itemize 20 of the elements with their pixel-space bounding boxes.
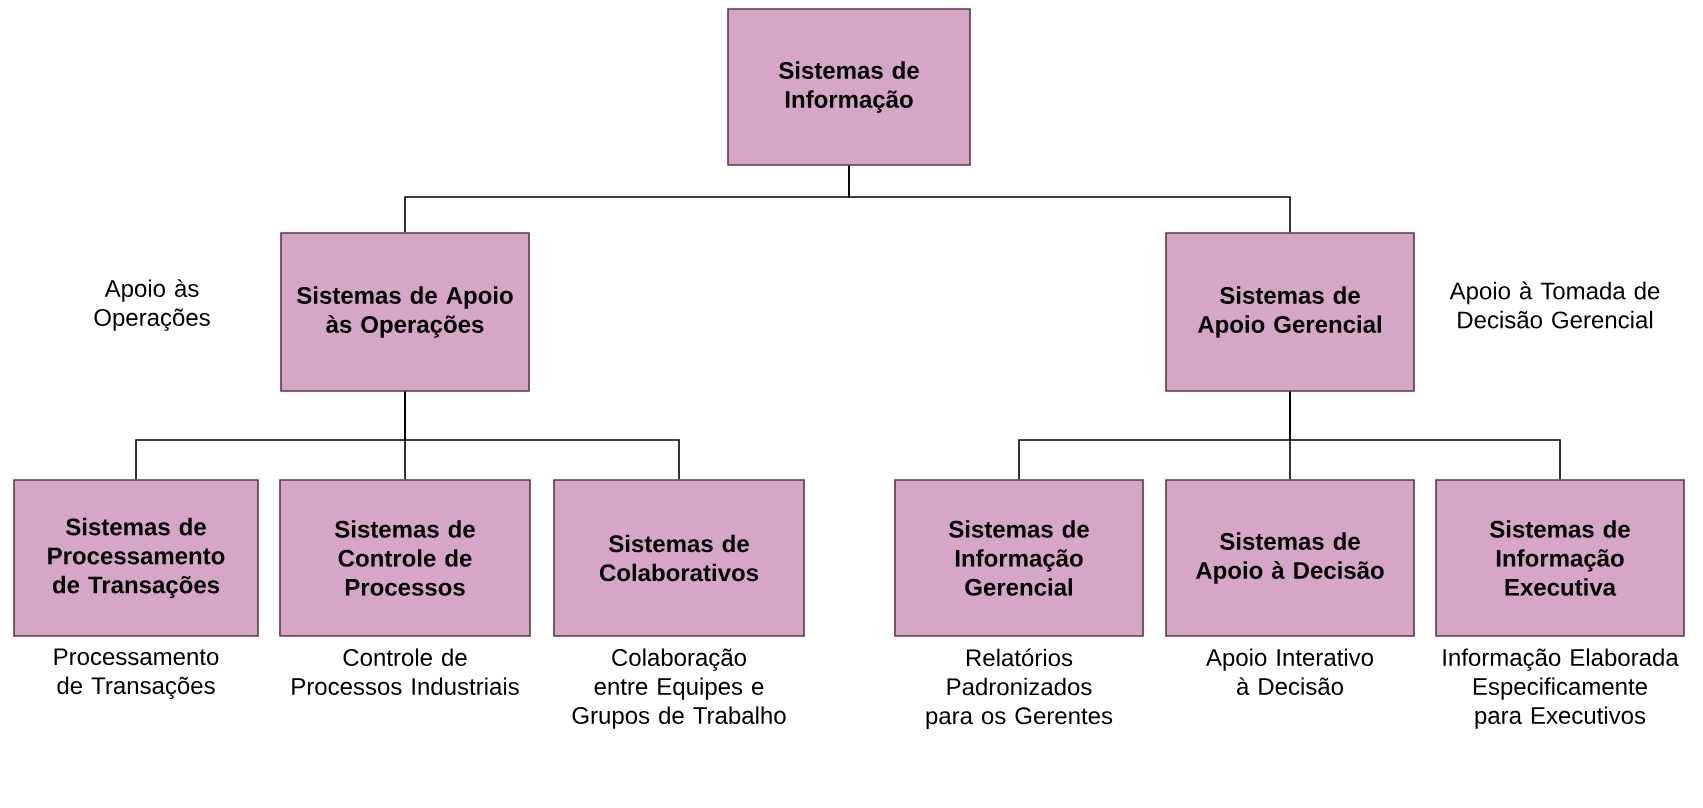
- connector-line: [1289, 391, 1561, 480]
- process-box: Sistemas de Apoio Gerencial: [1165, 232, 1415, 392]
- process-box: Sistemas de Apoio às Operações: [280, 232, 530, 392]
- process-box: Sistemas de Informação: [727, 8, 971, 166]
- process-box: Sistemas de Apoio à Decisão: [1165, 479, 1415, 637]
- beside-caption: Apoio à Tomada de Decisão Gerencial: [1449, 281, 1660, 329]
- beside-caption: Controle de Processos Industriais: [292, 648, 519, 695]
- beside-caption: Colaboração entre Equipes e Grupos de Trabalho: [572, 648, 786, 729]
- process-box: Sistemas de Controle de Processos: [279, 479, 531, 637]
- beside-caption: Informação Elaborada Especificamente para Executivos: [1443, 648, 1679, 729]
- connector-line: [404, 391, 680, 480]
- beside-caption: Apoio às Operações: [94, 279, 210, 331]
- process-box: Sistemas de Processamento de Transações: [13, 479, 259, 637]
- process-box: Sistemas de Informação Executiva: [1435, 479, 1685, 637]
- connector-line: [848, 165, 1291, 233]
- process-box: Sistemas de Informação Gerencial: [894, 479, 1144, 637]
- beside-caption: Apoio Interativo à Decisão: [1206, 648, 1373, 695]
- beside-caption: Processamento de Transações: [54, 648, 219, 699]
- process-box: Sistemas de Colaborativos: [553, 479, 805, 637]
- beside-caption: Relatórios Padronizados para os Gerentes: [926, 648, 1113, 730]
